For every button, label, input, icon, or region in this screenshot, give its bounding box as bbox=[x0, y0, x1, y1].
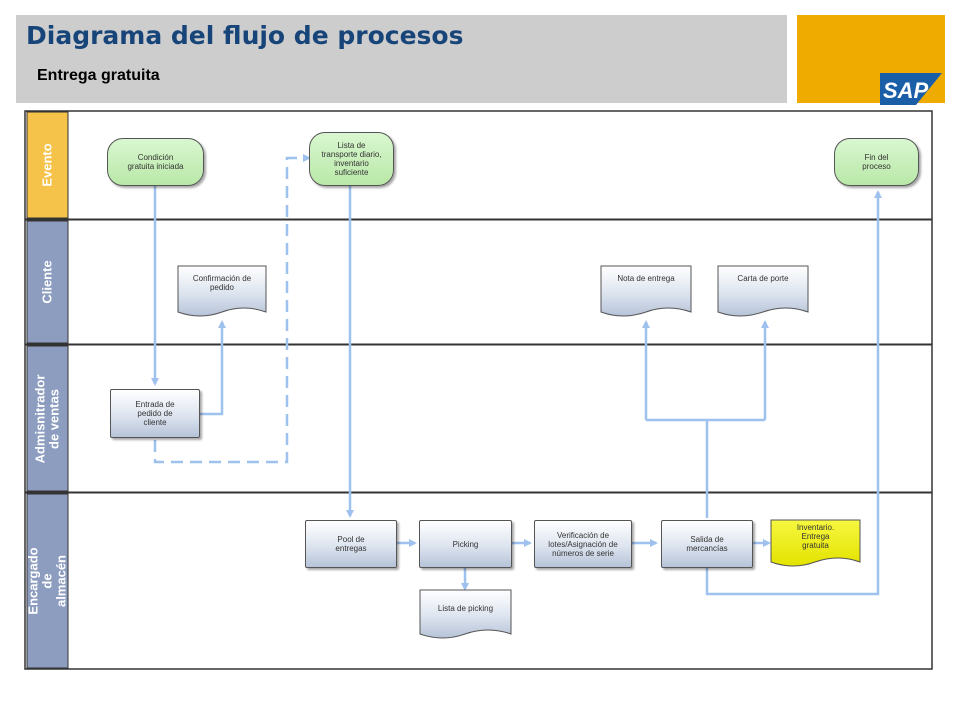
event-condicion-gratuita: Condición gratuita iniciada bbox=[107, 138, 204, 186]
doc-carta-porte: Carta de porte bbox=[737, 274, 789, 283]
event-fin-proceso: Fin del proceso bbox=[834, 138, 919, 186]
lane-label-admin: Admisnitrador de ventas bbox=[32, 374, 62, 463]
connector-entrada-confirmacion bbox=[200, 320, 226, 416]
doc-nota-shape bbox=[600, 265, 692, 317]
lane-header-evento bbox=[26, 111, 69, 219]
event-lista-transporte: Lista de transporte diario, inventario s… bbox=[309, 132, 394, 186]
connector-entrada-lista-dashed bbox=[153, 154, 311, 464]
doc-confirmacion-shape bbox=[177, 265, 267, 317]
task-verificacion-lotes: Verificación de lotes/Asignación de núme… bbox=[534, 520, 632, 568]
lane-label-cliente: Cliente bbox=[39, 260, 55, 304]
doc-listapicking-shape bbox=[419, 589, 512, 639]
doc-inventario-shape bbox=[770, 519, 861, 567]
task-picking: Picking bbox=[419, 520, 512, 568]
task-entrada-pedido: Entrada de pedido de cliente bbox=[110, 389, 200, 438]
task-salida-mercancias: Salida de mercancías bbox=[661, 520, 753, 568]
doc-inventario-entrega: Inventario. Entrega gratuita bbox=[796, 523, 835, 550]
connector-salida-fin bbox=[705, 190, 882, 596]
lane-label-almacen: Encargado de almacén bbox=[25, 547, 69, 615]
header-banner: Diagrama del flujo de procesos Entrega g… bbox=[16, 15, 787, 103]
logo-text: SAP bbox=[883, 78, 929, 103]
lane-label-evento: Evento bbox=[39, 143, 55, 187]
doc-confirmacion-pedido: Confirmación de pedido bbox=[192, 274, 252, 292]
lane-header-admin bbox=[26, 345, 69, 492]
task-pool-entregas: Pool de entregas bbox=[305, 520, 397, 568]
page-title: Diagrama del flujo de procesos bbox=[26, 21, 464, 50]
lane-header-almacen bbox=[26, 493, 69, 669]
lane-header-cliente bbox=[26, 220, 69, 344]
sap-logo: SAP bbox=[880, 73, 942, 105]
doc-nota-entrega: Nota de entrega bbox=[617, 274, 675, 283]
page-subtitle: Entrega gratuita bbox=[37, 67, 160, 84]
doc-lista-picking: Lista de picking bbox=[437, 604, 494, 613]
doc-carta-shape bbox=[717, 265, 809, 317]
